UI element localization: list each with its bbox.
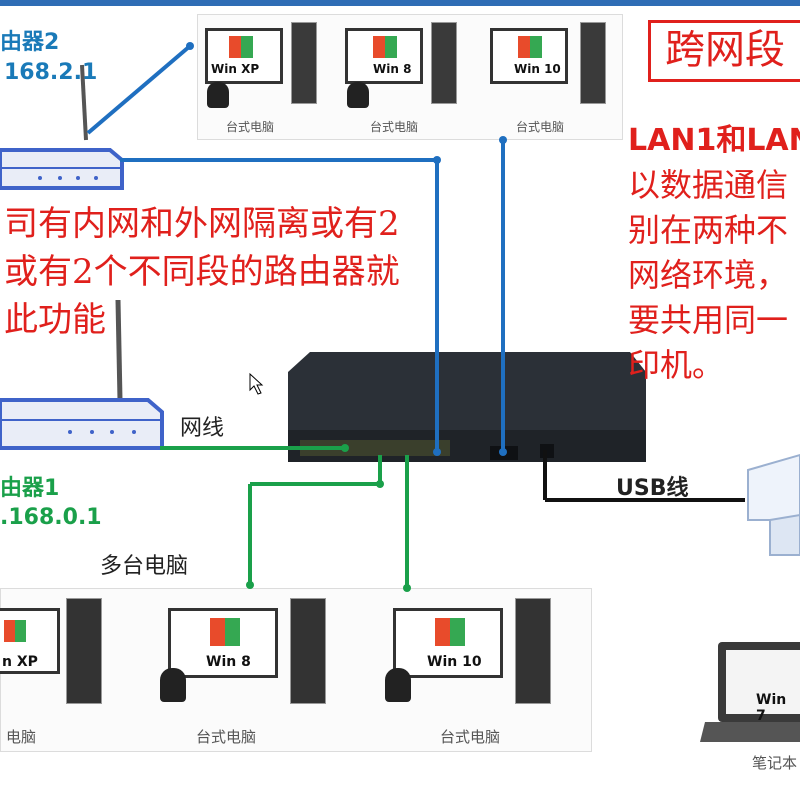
bottom-pc-3: Win 10 (385, 598, 555, 708)
usb-cable (543, 450, 745, 502)
notice-title: 跨网段 (648, 20, 800, 82)
win-logo-icon (435, 618, 465, 646)
cable-label: 网线 (180, 416, 225, 441)
os-label: Win 10 (427, 654, 482, 670)
notice-line-5: 要共用同一 (628, 301, 789, 339)
user-icon (385, 668, 411, 702)
notice-line-2: 以数据通信 (628, 166, 789, 204)
top-pc-caption: 台式电脑 (516, 120, 565, 134)
usb-label: USB线 (616, 476, 689, 501)
router-1-name: 由器1 (0, 476, 60, 501)
user-icon (207, 82, 229, 108)
printer (747, 453, 800, 556)
multi-pc-label: 多台电脑 (100, 554, 189, 579)
top-pc-1: Win XP (205, 22, 317, 112)
tower-icon (515, 598, 551, 704)
os-label: n XP (2, 654, 38, 670)
top-pc-3: Win 10 (490, 22, 606, 112)
bottom-pc-caption: 台式电脑 (440, 728, 501, 746)
caption-line-1: 司有内网和外网隔离或有2 (4, 204, 400, 244)
top-pc-caption: 台式电脑 (370, 120, 419, 134)
bottom-pc-caption: 台式电脑 (196, 728, 257, 746)
notice-line-6: 印机。 (628, 346, 725, 384)
print-server (288, 352, 646, 462)
os-label: Win 10 (514, 62, 561, 76)
bottom-pc-caption: 电脑 (6, 728, 37, 746)
laptop-os-label: Win 7 (756, 692, 787, 724)
blue-cables (86, 42, 507, 456)
router-2-name: 由器2 (0, 30, 60, 55)
laptop (700, 642, 800, 742)
router-2-ip: 168.2.1 (4, 60, 98, 85)
win-logo-icon (210, 618, 240, 646)
top-pc-2: Win 8 (345, 22, 457, 112)
win-logo-icon (373, 36, 397, 58)
win-logo-icon (518, 36, 542, 58)
tower-icon (580, 22, 606, 104)
caption-line-3: 此功能 (4, 300, 106, 340)
green-cables (160, 444, 411, 592)
os-label: Win 8 (373, 62, 412, 76)
win-logo-icon (229, 36, 253, 58)
user-icon (347, 82, 369, 108)
top-accent-bar (0, 0, 800, 6)
os-label: Win 8 (206, 654, 251, 670)
tower-icon (291, 22, 317, 104)
laptop-caption: 笔记本 (752, 754, 798, 772)
tower-icon (290, 598, 326, 704)
win-logo-icon (4, 620, 26, 642)
notice-line-4: 网络环境， (628, 256, 789, 294)
caption-line-2: 或有2个不同段的路由器就 (4, 252, 400, 292)
router-2 (0, 64, 124, 190)
notice-line-1: LAN1和LAN (628, 123, 800, 158)
mouse-cursor-icon (249, 372, 264, 395)
notice-line-3: 别在两种不 (628, 211, 789, 249)
bottom-pc-1: n XP (0, 598, 110, 708)
tower-icon (431, 22, 457, 104)
router-1 (0, 299, 164, 450)
os-label: Win XP (211, 62, 260, 76)
top-pc-caption: 台式电脑 (226, 120, 275, 134)
tower-icon (66, 598, 102, 704)
router-1-ip: .168.0.1 (0, 505, 102, 530)
user-icon (160, 668, 186, 702)
bottom-pc-2: Win 8 (160, 598, 330, 708)
